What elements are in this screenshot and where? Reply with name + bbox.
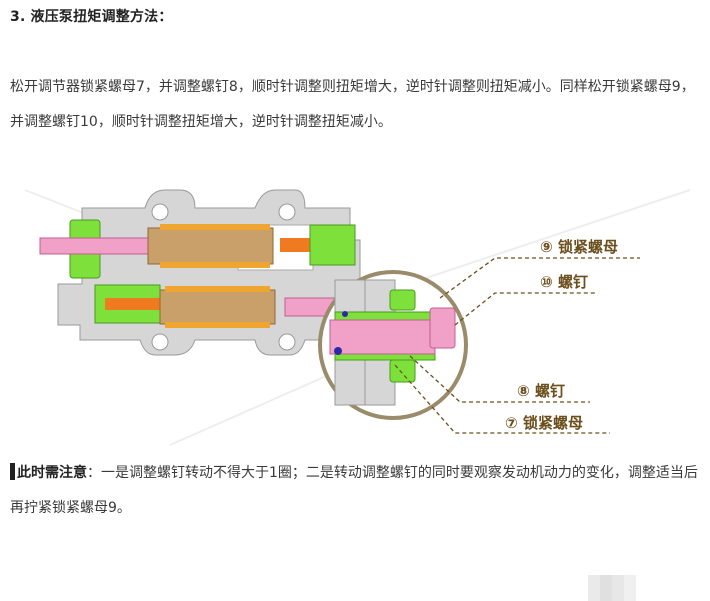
regulator-diagram: ⑨ 锁紧螺母 ⑩ 螺钉 ⑧ 螺钉 ⑦ 锁紧螺母 <box>0 180 710 601</box>
note-label: 此时需注意 <box>17 465 87 481</box>
section-heading: 3. 液压泵扭矩调整方法： <box>10 9 173 25</box>
callout-8: ⑧ 螺钉 <box>517 382 565 400</box>
lower-spool-assembly <box>94 284 336 328</box>
valve-body <box>57 189 361 356</box>
callout-7: ⑦ 锁紧螺母 <box>505 414 583 432</box>
upper-spool-assembly <box>39 219 356 279</box>
callout-9: ⑨ 锁紧螺母 <box>540 238 618 256</box>
magnified-detail <box>318 270 468 420</box>
leader-lines <box>394 257 640 434</box>
instruction-paragraph: 松开调节器锁紧螺母7，并调整螺钉8，顺时针调整则扭矩增大，逆时针调整则扭矩减小。… <box>10 79 695 130</box>
caution-note: 此时需注意：一是调整螺钉转动不得大于1圈；二是转动调整螺钉的同时要观察发动机动力… <box>10 456 700 526</box>
pixelated-watermark <box>588 575 636 601</box>
note-text: ：一是调整螺钉转动不得大于1圈；二是转动调整螺钉的同时要观察发动机动力的变化，调… <box>10 465 698 516</box>
note-marker-bar <box>10 463 15 480</box>
callout-10: ⑩ 螺钉 <box>540 273 588 291</box>
